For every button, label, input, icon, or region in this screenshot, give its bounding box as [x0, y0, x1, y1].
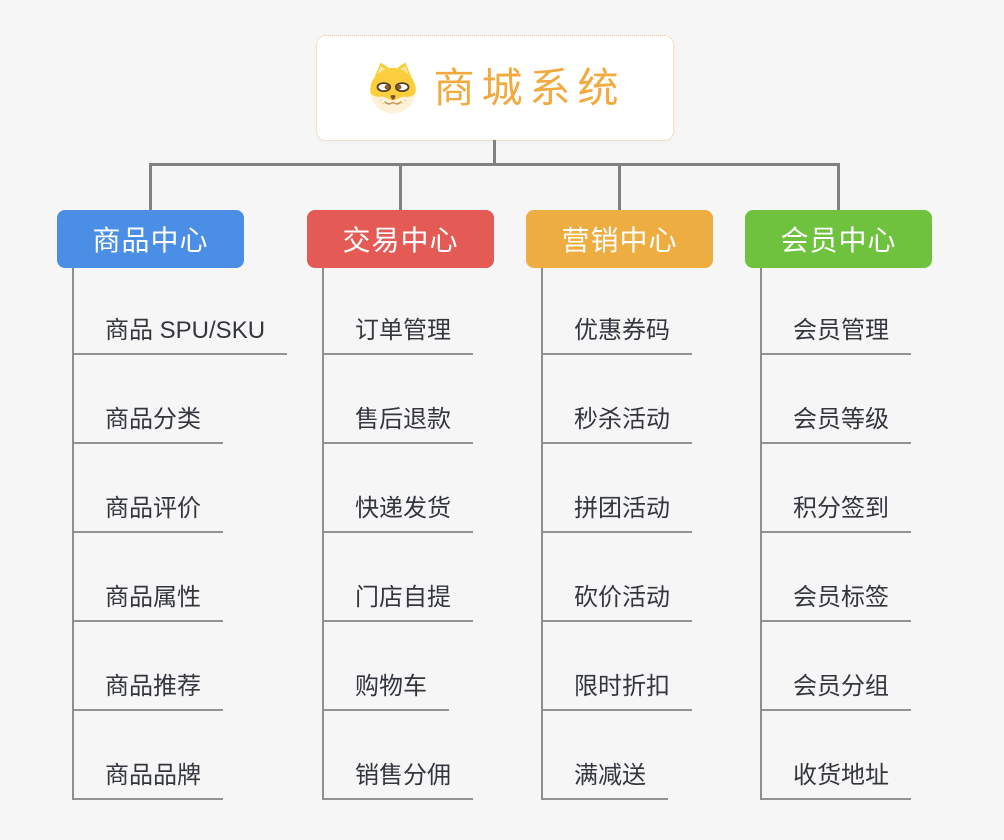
- leaf-node-label[interactable]: 拼团活动: [541, 495, 692, 533]
- branch-children-trade: 订单管理 售后退款 快递发货 门店自提 购物车 销售分佣: [322, 266, 473, 800]
- leaf-node-label[interactable]: 商品品牌: [72, 762, 223, 800]
- leaf-node: 商品分类: [72, 355, 287, 444]
- leaf-node: 订单管理: [322, 266, 473, 355]
- leaf-node-label[interactable]: 秒杀活动: [541, 406, 692, 444]
- dog-face-icon: [369, 62, 416, 114]
- leaf-node-label[interactable]: 商品属性: [72, 584, 223, 622]
- leaf-node-label[interactable]: 商品 SPU/SKU: [72, 317, 288, 355]
- branch-label: 会员中心: [780, 225, 897, 256]
- leaf-node-label[interactable]: 会员等级: [760, 406, 911, 444]
- leaf-node-label[interactable]: 订单管理: [322, 317, 473, 355]
- branch-children-products: 商品 SPU/SKU 商品分类 商品评价 商品属性 商品推荐 商品品牌: [72, 266, 288, 800]
- leaf-node-label[interactable]: 积分签到: [760, 495, 911, 533]
- leaf-node: 销售分佣: [322, 711, 473, 800]
- leaf-node-label[interactable]: 购物车: [322, 673, 449, 711]
- leaf-node: 限时折扣: [541, 622, 692, 711]
- branch-children-marketing: 优惠券码 秒杀活动 拼团活动 砍价活动 限时折扣 满减送: [541, 266, 692, 800]
- branch-node-trade[interactable]: 交易中心: [307, 210, 494, 268]
- leaf-node: 优惠券码: [541, 266, 692, 355]
- branch-children-members: 会员管理 会员等级 积分签到 会员标签 会员分组 收货地址: [760, 266, 911, 800]
- connector-horizontal-bar: [149, 163, 840, 166]
- leaf-node-label[interactable]: 销售分佣: [322, 762, 473, 800]
- leaf-node-label[interactable]: 会员管理: [760, 317, 911, 355]
- root-node[interactable]: 商城系统: [316, 35, 674, 141]
- branch-node-members[interactable]: 会员中心: [745, 210, 932, 268]
- connector-vertical-line: [541, 268, 543, 800]
- leaf-node: 商品品牌: [72, 711, 287, 800]
- leaf-node: 商品 SPU/SKU: [72, 266, 288, 355]
- branch-label: 营销中心: [561, 225, 678, 256]
- leaf-node: 商品属性: [72, 533, 287, 622]
- leaf-node-label[interactable]: 快递发货: [322, 495, 473, 533]
- leaf-node-label[interactable]: 商品分类: [72, 406, 223, 444]
- branch-node-marketing[interactable]: 营销中心: [526, 210, 713, 268]
- branch-node-products[interactable]: 商品中心: [57, 210, 244, 268]
- leaf-node: 会员管理: [760, 266, 911, 355]
- leaf-node-label[interactable]: 限时折扣: [541, 673, 692, 711]
- leaf-node-label[interactable]: 砍价活动: [541, 584, 692, 622]
- leaf-node: 商品推荐: [72, 622, 287, 711]
- branch-label: 商品中心: [92, 225, 209, 256]
- leaf-node: 购物车: [322, 622, 473, 711]
- leaf-node-label[interactable]: 会员分组: [760, 673, 911, 711]
- leaf-node: 会员等级: [760, 355, 911, 444]
- branch-label: 交易中心: [342, 225, 459, 256]
- leaf-node-label[interactable]: 门店自提: [322, 584, 473, 622]
- root-title: 商城系统: [433, 64, 626, 111]
- leaf-node: 会员分组: [760, 622, 911, 711]
- connector-drop-trade: [399, 163, 402, 211]
- leaf-node: 门店自提: [322, 533, 473, 622]
- connector-drop-members: [837, 163, 840, 211]
- connector-drop-marketing: [618, 163, 621, 211]
- leaf-node: 商品评价: [72, 444, 287, 533]
- leaf-node-label[interactable]: 商品推荐: [72, 673, 223, 711]
- connector-drop-products: [149, 163, 152, 211]
- leaf-node-label[interactable]: 收货地址: [760, 762, 911, 800]
- leaf-node-label[interactable]: 会员标签: [760, 584, 911, 622]
- leaf-node: 售后退款: [322, 355, 473, 444]
- leaf-node-label[interactable]: 满减送: [541, 762, 668, 800]
- leaf-node: 满减送: [541, 711, 692, 800]
- connector-vertical-line: [322, 268, 324, 800]
- connector-vertical-line: [72, 268, 74, 800]
- connector-root-stem: [493, 140, 496, 166]
- leaf-node: 秒杀活动: [541, 355, 692, 444]
- connector-vertical-line: [760, 268, 762, 800]
- leaf-node: 会员标签: [760, 533, 911, 622]
- leaf-node: 积分签到: [760, 444, 911, 533]
- leaf-node: 砍价活动: [541, 533, 692, 622]
- leaf-node-label[interactable]: 优惠券码: [541, 317, 692, 355]
- leaf-node-label[interactable]: 售后退款: [322, 406, 473, 444]
- leaf-node: 快递发货: [322, 444, 473, 533]
- leaf-node: 收货地址: [760, 711, 911, 800]
- leaf-node: 拼团活动: [541, 444, 692, 533]
- leaf-node-label[interactable]: 商品评价: [72, 495, 223, 533]
